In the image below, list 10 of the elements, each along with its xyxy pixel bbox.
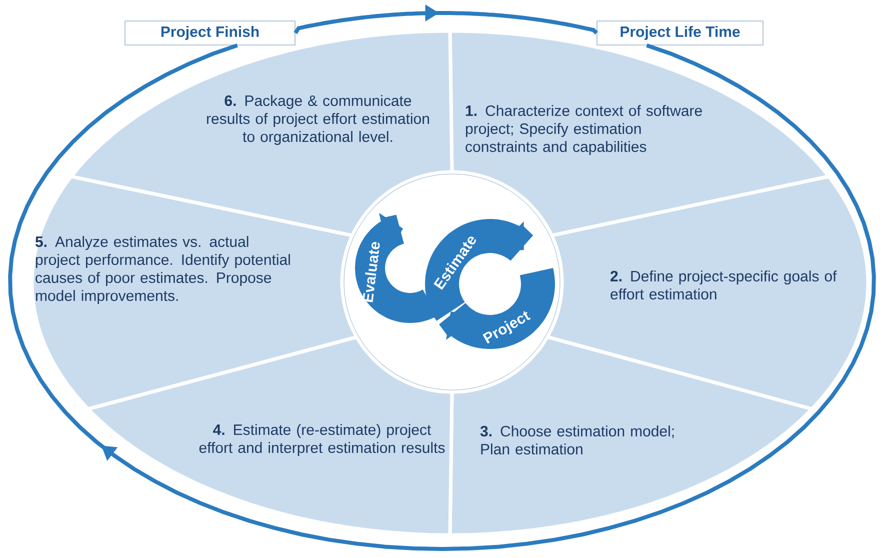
cycle-circle — [344, 174, 560, 390]
sector: 5. Analyze estimates vs. actual project performance. Identify potential causes of poor estimates. Propose model improvements. — [30, 174, 360, 411]
node-label: 4. Estimate (re-estimate) project effort and interpret estimation results — [199, 424, 445, 456]
cycle-arrow — [294, 4, 598, 34]
cycle-arrow — [8, 44, 876, 551]
label-box: Project Finish — [124, 20, 296, 46]
node-label: 2. Define project-specific goals of effort estimation — [610, 270, 837, 300]
node-label: 3. Choose estimation model; Plan estimation — [480, 425, 674, 454]
label-box: Project Life Time — [596, 20, 764, 46]
arrow-label: Evaluate — [362, 242, 380, 302]
